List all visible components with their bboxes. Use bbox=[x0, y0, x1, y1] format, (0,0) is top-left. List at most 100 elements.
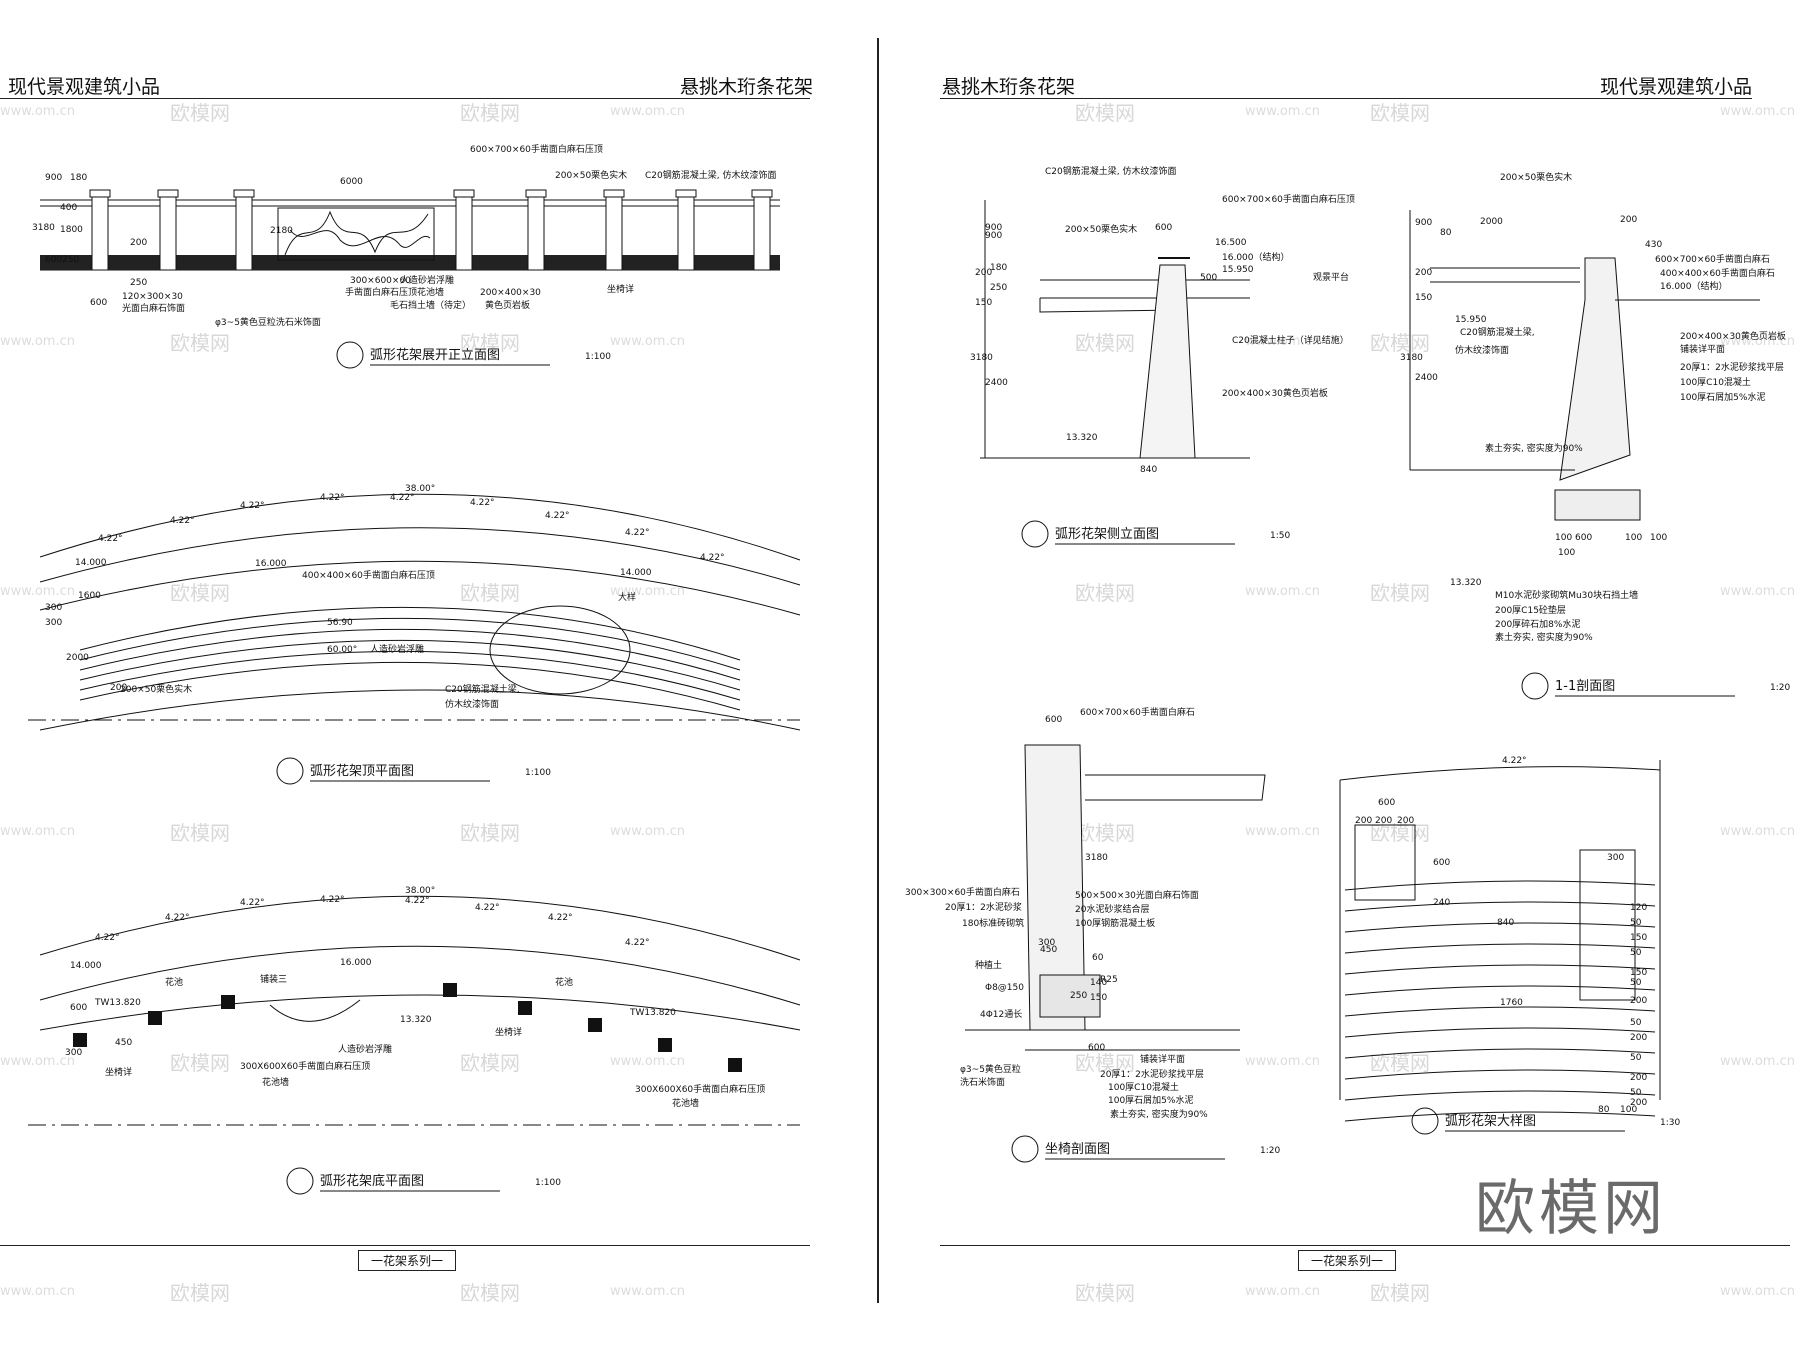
detail-arc-top bbox=[1339, 766, 1661, 781]
bench-section-label-21: 450 bbox=[1040, 945, 1057, 955]
detail-label-13: 50 bbox=[1630, 948, 1642, 958]
bench-section-label-20: 300 bbox=[1038, 938, 1055, 948]
top-plan-label-13: 400×400×60手凿面白麻石压顶 bbox=[302, 569, 435, 581]
bench-section-label-23: 250 bbox=[1070, 991, 1087, 1001]
watermark-brand-2-0: 欧模网 bbox=[170, 581, 230, 605]
section-1-1-label-4: 430 bbox=[1645, 240, 1662, 250]
detail-label-12: 150 bbox=[1630, 933, 1647, 943]
detail-label-14: 150 bbox=[1630, 968, 1647, 978]
elevation-label-24: 250 bbox=[62, 255, 79, 265]
detail-rail-5 bbox=[1344, 985, 1656, 996]
section-1-1-label-31: 150 bbox=[1415, 293, 1432, 303]
top-plan-label-15: 60.00° bbox=[327, 645, 357, 655]
pillar-group bbox=[89, 189, 773, 271]
bottom-plan-label-20: 300X600X60手凿面白麻石压顶 bbox=[240, 1060, 370, 1072]
bottom-plan-label-4: 4.22° bbox=[320, 895, 345, 905]
detail-label-19: 50 bbox=[1630, 1053, 1642, 1063]
bottom-plan-label-10: 花池 bbox=[165, 976, 183, 988]
side-elevation-label-0: C20钢筋混凝土梁, 仿木纹漆饰面 bbox=[1045, 165, 1176, 177]
top-plan-label-23: 200×50栗色实木 bbox=[120, 683, 192, 695]
bottom-plan-label-3: 4.22° bbox=[240, 898, 265, 908]
watermark-brand-5-0: 欧模网 bbox=[170, 1281, 230, 1305]
side-elevation-label-7: 观景平台 bbox=[1313, 271, 1349, 283]
bench-section-label-3: 20厚1：2水泥砂浆 bbox=[945, 901, 1022, 913]
pillar-cap-1 bbox=[157, 189, 179, 198]
detail-rail-9 bbox=[1344, 1069, 1656, 1080]
bottom-plan-label-12: 16.000 bbox=[340, 958, 372, 968]
wall-footing bbox=[1554, 489, 1641, 521]
section-1-1-drawing bbox=[1409, 210, 1760, 521]
watermark-url-0-3: www.om.cn bbox=[1720, 104, 1795, 119]
detail-label-21: 50 bbox=[1630, 1088, 1642, 1098]
top-plan-label-18: 1600 bbox=[78, 591, 101, 601]
section-1-1-label-26: 100 bbox=[1650, 533, 1667, 543]
title-marker-5 bbox=[1011, 1135, 1039, 1163]
bench-section-label-4: 180标准砖砌筑 bbox=[962, 917, 1024, 929]
pillar-3 bbox=[455, 195, 473, 271]
bench-section-drawing bbox=[965, 744, 1266, 1051]
bottom-plan-label-26: 300 bbox=[65, 1048, 82, 1058]
bench-section-label-2: 300×300×60手凿面白麻石 bbox=[905, 886, 1020, 898]
section-1-1-label-7: 16.000（结构） bbox=[1660, 280, 1728, 292]
watermark-url-5-2: www.om.cn bbox=[1245, 1284, 1320, 1299]
detail-label-8: 1760 bbox=[1500, 998, 1523, 1008]
pillar-4 bbox=[527, 195, 545, 271]
side-elevation-label-20: 500 bbox=[1200, 273, 1217, 283]
detail-rail-1 bbox=[1344, 901, 1656, 912]
detail-label-10: 120 bbox=[1630, 903, 1647, 913]
bench-section-label-8: 500×500×30光面白麻石饰面 bbox=[1075, 889, 1199, 901]
bottom-plan-label-7: 4.22° bbox=[548, 913, 573, 923]
pillar-cap-4 bbox=[525, 189, 547, 198]
section-1-1-label-0: 200×50栗色实木 bbox=[1500, 171, 1572, 183]
side-elevation-label-2: 200×50栗色实木 bbox=[1065, 223, 1137, 235]
elevation-label-4: 300×600×60 bbox=[350, 276, 411, 286]
bottom-plan-label-17: 人造砂岩浮雕 bbox=[338, 1043, 392, 1055]
top-plan-label-16: 人造砂岩浮雕 bbox=[370, 643, 424, 655]
watermark-brand-0-3: 欧模网 bbox=[1370, 101, 1430, 125]
detail-label-17: 50 bbox=[1630, 1018, 1642, 1028]
top-plan-label-6: 4.22° bbox=[470, 498, 495, 508]
bottom-plan-drawing bbox=[28, 895, 801, 1126]
watermark-url-2-0: www.om.cn bbox=[0, 584, 75, 599]
side-elevation-label-19: 2400 bbox=[985, 378, 1008, 388]
detail-rail-8 bbox=[1344, 1048, 1656, 1059]
top-plan-label-25: 仿木纹漆饰面 bbox=[445, 698, 499, 710]
elevation-label-22: 3180 bbox=[32, 223, 55, 233]
elevation-label-8: 200×400×30 bbox=[480, 288, 541, 298]
bottom-pillar-1 bbox=[148, 1011, 162, 1025]
watermark-url-1-3: www.om.cn bbox=[1720, 334, 1795, 349]
bench-section-label-22: 60 bbox=[1092, 953, 1104, 963]
section-1-1-label-15: 100厚石屑加5%水泥 bbox=[1680, 391, 1765, 403]
title-marker-4 bbox=[1521, 672, 1549, 700]
watermark-brand-1-1: 欧模网 bbox=[460, 331, 520, 355]
drawing-title-2: 弧形花架底平面图 bbox=[320, 1173, 424, 1189]
watermark-url-3-0: www.om.cn bbox=[0, 824, 75, 839]
bottom-plan-label-24: 600 bbox=[70, 1003, 87, 1013]
detail-rail-6 bbox=[1344, 1006, 1656, 1017]
wall-base-band bbox=[40, 255, 780, 270]
drawing-scale-5: 1:20 bbox=[1260, 1146, 1280, 1156]
arc-joist-2 bbox=[79, 617, 741, 671]
arc-joist-4 bbox=[79, 639, 741, 691]
section-1-1-label-16: 素土夯实, 密实度为90% bbox=[1485, 442, 1583, 454]
top-plan-label-10: 14.000 bbox=[75, 558, 107, 568]
detail-rail-group bbox=[1344, 880, 1656, 1122]
side-elevation-label-11: 840 bbox=[1140, 465, 1157, 475]
watermark-brand-3-0: 欧模网 bbox=[170, 821, 230, 845]
bottom-pillar-6 bbox=[658, 1038, 672, 1052]
detail-rail-0 bbox=[1344, 880, 1656, 891]
watermark-url-5-1: www.om.cn bbox=[610, 1284, 685, 1299]
drawing-scale-3: 1:50 bbox=[1270, 531, 1290, 541]
drawing-scale-1: 1:100 bbox=[525, 768, 551, 778]
detail-rail-7 bbox=[1344, 1027, 1656, 1038]
retaining-wall bbox=[1559, 257, 1631, 481]
relief-leaf-pattern bbox=[284, 210, 429, 256]
watermark-brand-2-1: 欧模网 bbox=[460, 581, 520, 605]
bottom-plan-label-19: 坐椅详 bbox=[105, 1066, 132, 1078]
top-plan-label-14: 56.90 bbox=[327, 618, 353, 628]
arc-joist-1 bbox=[79, 606, 741, 661]
detail-label-18: 200 bbox=[1630, 1033, 1647, 1043]
drawing-scale-6: 1:30 bbox=[1660, 1118, 1680, 1128]
bottom-plan-label-0: 38.00° bbox=[405, 886, 435, 896]
